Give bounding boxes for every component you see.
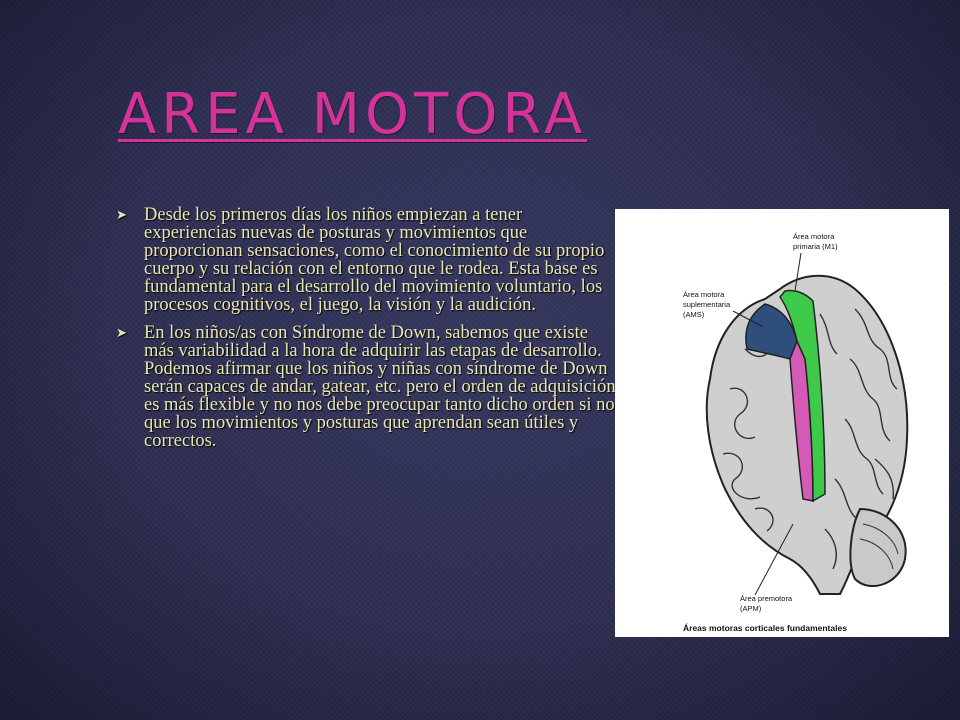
m1-label-line1: Área motora xyxy=(793,232,835,241)
m1-label-line2: primaria (M1) xyxy=(793,242,838,251)
apm-label-line2: (APM) xyxy=(740,604,762,613)
bullet-list: ➤ Desde los primeros días los niños empi… xyxy=(116,206,616,460)
figure-caption: Áreas motoras corticales fundamentales xyxy=(683,623,847,633)
bullet-item: ➤ Desde los primeros días los niños empi… xyxy=(116,205,616,315)
brain-motor-areas-figure: Área motora primaria (M1) Área motora su… xyxy=(615,209,949,637)
cerebellum xyxy=(849,507,907,588)
bullet-text: En los niños/as con Síndrome de Down, sa… xyxy=(144,323,616,451)
brain-illustration: Área motora primaria (M1) Área motora su… xyxy=(683,232,909,633)
apm-label-line1: Área premotora xyxy=(740,594,793,603)
ams-region xyxy=(745,303,798,360)
gyri-lines xyxy=(722,308,898,570)
ams-label-line1: Área motora xyxy=(683,290,725,299)
m1-region xyxy=(779,289,826,503)
ams-label-line3: (AMS) xyxy=(683,310,705,319)
slide-title: AREA MOTORA xyxy=(118,82,588,147)
bullet-item: ➤ En los niños/as con Síndrome de Down, … xyxy=(116,323,616,451)
ams-label-line2: suplementaria xyxy=(683,300,731,309)
bullet-text: Desde los primeros días los niños empiez… xyxy=(144,205,605,315)
chevron-right-icon: ➤ xyxy=(116,208,127,223)
chevron-right-icon: ➤ xyxy=(116,326,127,341)
